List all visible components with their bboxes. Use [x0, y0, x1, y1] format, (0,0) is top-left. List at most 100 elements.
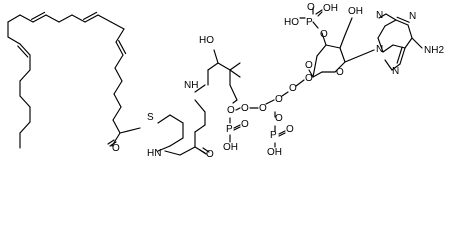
bond	[110, 21, 125, 30]
bond	[325, 44, 341, 49]
atom-n-adenine-n7: N	[392, 66, 399, 77]
bond	[19, 14, 34, 23]
bond	[97, 14, 112, 23]
bond	[391, 63, 401, 71]
bond	[202, 147, 210, 153]
atom-n-adenine-n3: N	[376, 10, 383, 21]
bond	[377, 37, 384, 53]
bond	[115, 28, 125, 43]
bond	[112, 119, 121, 134]
atom-p2-oh: OH	[267, 147, 282, 158]
bond	[109, 141, 117, 147]
atom-p3-ho: HO	[284, 17, 299, 28]
bond	[32, 14, 47, 23]
bond	[344, 17, 353, 36]
bond-lines	[7, 7, 423, 156]
bond	[229, 62, 241, 71]
bond	[217, 62, 231, 71]
bond	[396, 46, 403, 64]
bond	[112, 106, 122, 121]
bond	[384, 19, 397, 27]
bond	[164, 150, 181, 156]
bond	[278, 132, 286, 137]
bond	[384, 59, 393, 71]
bond	[308, 69, 314, 78]
atom-s: S	[147, 112, 154, 123]
atom-p1-oh: OH	[223, 142, 238, 153]
bond	[194, 84, 206, 93]
atom-n-adenine-n1: N	[409, 11, 416, 22]
bond	[31, 11, 46, 20]
bond	[7, 14, 21, 23]
bond	[392, 44, 406, 49]
bond	[382, 44, 394, 53]
atom-hn-amide-2: HN	[147, 148, 161, 159]
bond	[157, 114, 171, 124]
bond	[118, 40, 127, 55]
bond	[119, 127, 141, 134]
bond	[213, 49, 219, 64]
bond	[113, 80, 123, 95]
bond	[265, 99, 275, 105]
atom-nh2: NH2	[424, 45, 444, 56]
bond	[113, 93, 122, 108]
bond	[7, 36, 21, 45]
bond	[339, 34, 346, 49]
bond	[84, 14, 99, 23]
atom-o-ester: O	[227, 105, 235, 116]
bond	[169, 114, 184, 124]
atom-o-5prime-2: O	[305, 60, 313, 71]
bond	[312, 55, 318, 78]
bond	[19, 43, 31, 56]
bond	[385, 13, 397, 21]
atom-n-adenine-n9: N	[376, 44, 383, 55]
bond	[115, 41, 124, 56]
atom-o-5prime: O	[305, 73, 313, 84]
atom-p1: P	[226, 124, 233, 135]
bond	[339, 47, 346, 63]
bond	[377, 25, 386, 39]
atom-p2: P	[270, 130, 277, 141]
bond	[199, 149, 207, 155]
bond	[321, 32, 327, 46]
bond	[312, 71, 323, 78]
atom-oh-2prime: OH	[348, 6, 363, 17]
bond	[378, 13, 387, 19]
bond	[207, 62, 219, 71]
bond	[229, 84, 238, 101]
atom-labels: S O HO NH HN O O P O OH O O O O O P O OH…	[112, 2, 444, 160]
bond	[316, 44, 327, 57]
bond	[107, 139, 115, 145]
bond	[194, 124, 206, 133]
bond	[71, 14, 86, 23]
atom-o-ring: O	[336, 67, 344, 78]
bond	[229, 69, 241, 78]
bond	[395, 19, 409, 26]
atom-p2-o: O	[286, 124, 294, 135]
bond	[19, 121, 31, 134]
bond	[278, 130, 286, 135]
bond	[179, 146, 196, 156]
atom-o-bridge-4: O	[289, 83, 297, 94]
bond	[58, 14, 73, 23]
bond	[334, 61, 346, 73]
bond	[19, 95, 31, 108]
bond	[114, 54, 124, 69]
bond	[235, 107, 241, 111]
bond	[295, 79, 305, 87]
bond	[404, 37, 413, 49]
atom-o-bridge-1: O	[241, 103, 249, 114]
atom-ho-pantoyl: HO	[199, 35, 214, 46]
bond	[317, 11, 323, 17]
bond	[45, 14, 60, 23]
bond	[396, 16, 410, 23]
bond	[232, 99, 238, 104]
bond	[19, 69, 31, 82]
bond	[233, 124, 241, 129]
atom-nh-amide-1: NH	[184, 80, 198, 91]
atom-p3-o: O	[307, 2, 315, 13]
atom-o-bridge-5: O	[275, 113, 283, 124]
molecule-structure: S O HO NH HN O O P O OH O O O O O P O OH…	[7, 2, 444, 160]
atom-o-amide-2: O	[206, 149, 214, 160]
atom-p1-o: O	[241, 119, 249, 130]
